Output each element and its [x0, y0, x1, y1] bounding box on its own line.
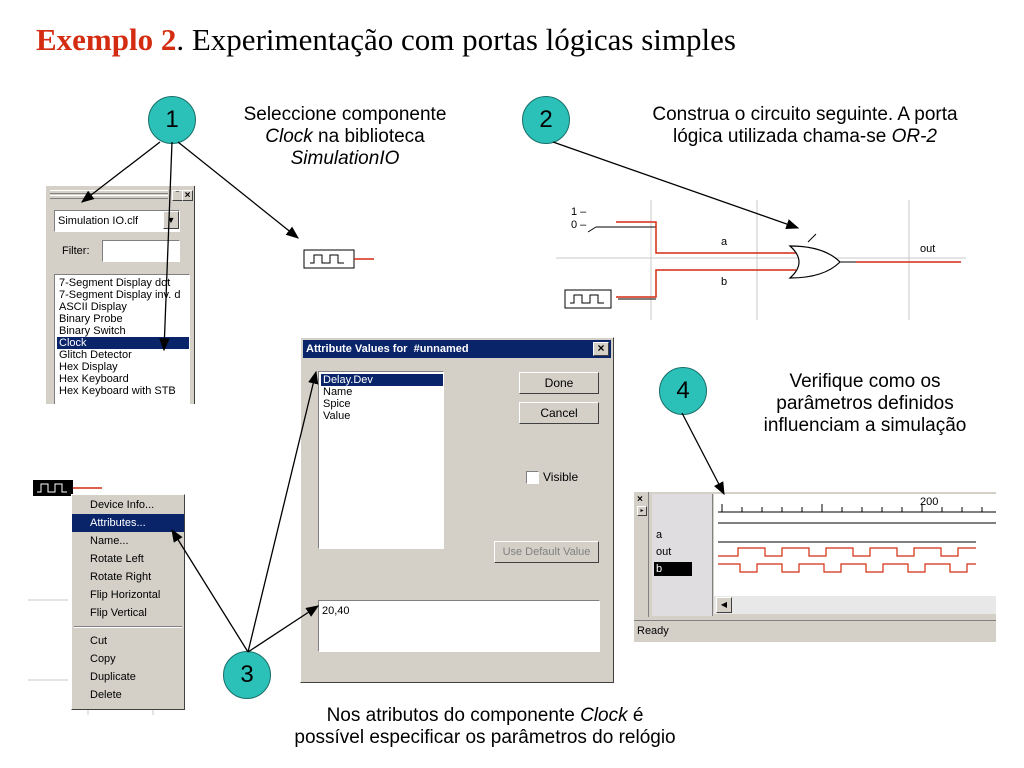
menu-item[interactable]: Copy: [90, 653, 116, 665]
panel-close-button[interactable]: ×: [182, 190, 193, 201]
step-2-marker: 2: [522, 96, 570, 144]
step1-clock: Clock: [265, 126, 313, 147]
library-item[interactable]: Glitch Detector: [59, 349, 132, 361]
library-item[interactable]: 7-Segment Display dot: [59, 277, 171, 289]
library-item[interactable]: Clock: [57, 337, 189, 349]
switch-label-0: 0 –: [571, 219, 587, 231]
switch-label-1: 1 –: [571, 206, 587, 218]
attribute-item[interactable]: Name: [323, 386, 353, 398]
menu-item[interactable]: Rotate Left: [90, 553, 144, 565]
attribute-value-input[interactable]: 20,40: [318, 600, 600, 652]
attribute-value: 20,40: [322, 605, 350, 617]
step4-line2: parâmetros definidos: [776, 393, 954, 414]
signal-a-label: a: [656, 529, 663, 541]
cancel-button[interactable]: Cancel: [519, 402, 599, 424]
clock-component-icon[interactable]: [300, 248, 380, 272]
attribute-item[interactable]: Spice: [323, 398, 351, 410]
step-3-marker: 3: [223, 651, 271, 699]
menu-item[interactable]: Duplicate: [90, 671, 136, 683]
tick-label-200: 200: [920, 496, 939, 508]
slide-title: Exemplo 2. Experimentação com portas lóg…: [36, 22, 736, 58]
step3-caption: Nos atributos do componente Clock é poss…: [230, 705, 740, 749]
visible-checkbox[interactable]: [526, 471, 539, 484]
library-item[interactable]: Binary Switch: [59, 325, 126, 337]
attribute-dialog: Attribute Values for #unnamed × Delay.De…: [300, 337, 614, 683]
library-item[interactable]: 7-Segment Display inv. d: [59, 289, 181, 301]
library-item[interactable]: ASCII Display: [59, 301, 127, 313]
done-button[interactable]: Done: [519, 372, 599, 394]
menu-item[interactable]: Delete: [90, 689, 122, 701]
circuit-diagram: [556, 200, 966, 320]
attribute-item[interactable]: Delay.Dev: [321, 374, 443, 386]
timing-splitter: [648, 492, 651, 617]
signal-b-selected[interactable]: b: [654, 562, 692, 576]
menu-separator: [74, 626, 182, 628]
library-item[interactable]: Binary Probe: [59, 313, 123, 325]
waveforms: [718, 504, 996, 573]
menu-item[interactable]: Attributes...: [72, 514, 184, 532]
close-icon[interactable]: ×: [593, 342, 609, 356]
library-select-value: Simulation IO.clf: [58, 215, 139, 227]
step4-line1: Verifique como os: [789, 371, 941, 392]
wire-label-b: b: [721, 276, 728, 288]
menu-item[interactable]: Flip Horizontal: [90, 589, 161, 601]
menu-item[interactable]: Rotate Right: [90, 571, 152, 583]
dialog-title: Attribute Values for #unnamed: [306, 343, 469, 355]
menu-item[interactable]: Device Info...: [90, 499, 155, 511]
step4-line3: influenciam a simulação: [763, 415, 967, 436]
step2-line2: lógica utilizada chama-se: [672, 126, 892, 147]
switch-labels: 1 – 0 –: [571, 206, 586, 232]
clock-selected-icon[interactable]: [30, 478, 110, 500]
step3-line1a: Nos atributos do componente: [326, 705, 581, 726]
wire-label-out: out: [920, 243, 936, 255]
menu-item[interactable]: Name...: [90, 535, 129, 547]
chevron-down-icon[interactable]: ▼: [163, 211, 179, 229]
library-item[interactable]: Hex Display: [59, 361, 118, 373]
library-select[interactable]: Simulation IO.clf ▼: [54, 210, 180, 232]
scroll-left-icon[interactable]: ◀: [716, 597, 732, 613]
menu-item[interactable]: Flip Vertical: [90, 607, 147, 619]
wire-label-a: a: [721, 236, 728, 248]
attribute-item[interactable]: Value: [323, 410, 351, 422]
visible-label: Visible: [543, 470, 579, 484]
timing-close-icon[interactable]: ×: [637, 494, 643, 505]
timing-window: × ▸ a out b 200 ◀ Ready: [634, 492, 996, 642]
step2-gate: OR-2: [891, 126, 938, 147]
step3-clock: Clock: [580, 705, 628, 726]
signal-name-panel: [652, 494, 713, 616]
step1-line1: Seleccione componente: [243, 104, 447, 125]
library-item[interactable]: Hex Keyboard with STB: [59, 385, 176, 397]
timing-arrow-button[interactable]: ▸: [637, 506, 647, 516]
filter-input[interactable]: [102, 240, 180, 262]
use-default-value-button[interactable]: Use Default Value: [494, 541, 599, 563]
step1-caption: Seleccione componente Clock na bibliotec…: [205, 104, 485, 170]
panel-grip[interactable]: [50, 190, 168, 194]
library-item[interactable]: Hex Keyboard: [59, 373, 129, 385]
dialog-titlebar[interactable]: Attribute Values for #unnamed ×: [303, 340, 611, 358]
step-4-marker: 4: [659, 367, 707, 415]
signal-b-label: b: [656, 563, 663, 575]
step1-line2: na biblioteca: [312, 126, 425, 147]
step-1-marker: 1: [148, 96, 196, 144]
title-highlight: Exemplo 2: [36, 22, 177, 57]
signal-out-label: out: [656, 546, 672, 558]
step4-caption: Verifique como os parâmetros definidos i…: [740, 371, 990, 437]
step2-caption: Construa o circuito seguinte. A porta ló…: [600, 104, 1010, 148]
status-text: Ready: [637, 625, 669, 637]
filter-label: Filter:: [62, 245, 90, 257]
step2-line1: Construa o circuito seguinte. A porta: [652, 104, 958, 125]
status-bar: Ready: [634, 620, 996, 642]
menu-item[interactable]: Cut: [90, 635, 108, 647]
panel-grip-2: [50, 195, 168, 199]
step3-line2: possível especificar os parâmetros do re…: [294, 727, 676, 748]
step1-lib: SimulationIO: [290, 148, 400, 169]
step3-line1b: é: [627, 705, 644, 726]
waveform-panel: [714, 494, 996, 596]
title-rest: . Experimentação com portas lógicas simp…: [176, 22, 736, 57]
library-panel: ‾ × Simulation IO.clf ▼ Filter: 7-Segmen…: [46, 186, 195, 404]
context-menu: Device Info... Attributes... Name... Rotate…: [71, 494, 185, 710]
timing-scrollbar[interactable]: ◀: [714, 596, 996, 614]
